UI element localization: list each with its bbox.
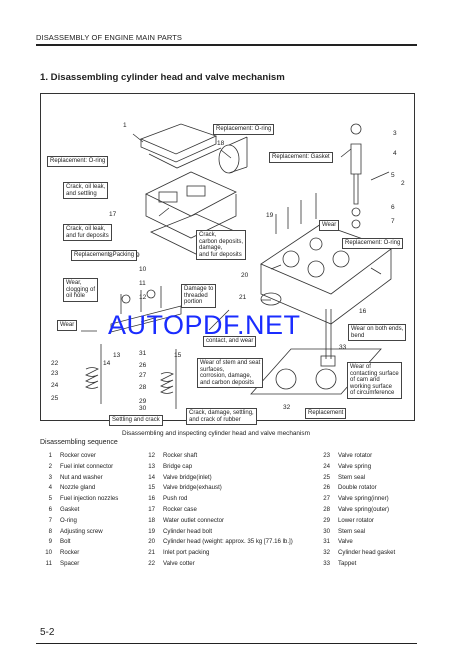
callout-crack-oil-leak-fur: Crack, oil leak, and fur deposits — [63, 224, 112, 242]
part-number: 20 — [241, 272, 249, 279]
part-number: 27 — [139, 372, 147, 379]
footer-rule — [36, 643, 417, 644]
callout-crack-carbon-deposits: Crack, carbon deposits, damage, and fur … — [196, 230, 247, 261]
part-number: 22 — [51, 360, 59, 367]
diagram-drawing — [81, 123, 392, 409]
part-number: 10 — [139, 266, 147, 273]
part-number: 21 — [239, 294, 247, 301]
part-number: 9 — [136, 252, 140, 259]
section-title: 1. Disassembling cylinder head and valve… — [40, 72, 285, 83]
callout-replacement: Replacement — [305, 408, 347, 419]
part-number: 24 — [51, 382, 59, 389]
callout-replacement-oring-3: Replacement: O-ring — [342, 238, 404, 249]
callout-replacement-packing: Replacement: Packing — [71, 250, 138, 261]
part-number: 12 — [139, 294, 147, 301]
part-number: 16 — [359, 308, 367, 315]
sequence-title: Disassembling sequence — [40, 439, 118, 446]
callout-wear-clogging: Wear, clogging of oil hole — [63, 278, 99, 302]
part-number: 6 — [391, 204, 395, 211]
part-number: 3 — [393, 130, 397, 137]
part-number: 25 — [51, 395, 59, 402]
callout-replacement-oring-2: Replacement: O-ring — [47, 156, 109, 167]
part-number: 15 — [174, 352, 182, 359]
page-header: DISASSEMBLY OF ENGINE MAIN PARTS — [36, 33, 183, 42]
callout-wear-1: Wear — [319, 220, 340, 231]
part-number: 19 — [266, 212, 274, 219]
part-number: 8 — [109, 252, 113, 259]
part-number: 2 — [401, 180, 405, 187]
callout-wear-both-ends: Wear on both ends, bend — [348, 324, 407, 342]
callout-settling-crack: Settling and crack — [109, 415, 163, 426]
part-number: 23 — [51, 370, 59, 377]
page-number: 5-2 — [40, 627, 55, 638]
callout-replacement-oring-1: Replacement: O-ring — [213, 124, 275, 135]
part-number: 13 — [113, 352, 121, 359]
part-number: 11 — [139, 280, 146, 287]
part-number: 30 — [139, 405, 147, 412]
part-number: 26 — [139, 362, 147, 369]
exploded-diagram: Replacement: O-ring Replacement: O-ring … — [40, 93, 415, 426]
part-number: 14 — [103, 360, 111, 367]
part-number: 32 — [283, 404, 291, 411]
part-number: 1 — [123, 122, 127, 129]
callout-wear-stem-seat: Wear of stem and seat surfaces, corrosio… — [197, 358, 264, 389]
part-number: 31 — [139, 350, 147, 357]
part-number: 17 — [109, 211, 117, 218]
callout-crack-damage-settling: Crack, damage, settling, and crack of ru… — [186, 408, 257, 426]
callout-damage-threaded: Damage to threaded portion — [181, 284, 217, 308]
callout-wear-2: Wear — [57, 320, 78, 331]
part-number: 29 — [139, 398, 147, 405]
header-rule — [36, 44, 417, 46]
part-number: 5 — [391, 172, 395, 179]
part-number: 18 — [217, 140, 225, 147]
part-number: 7 — [391, 218, 395, 225]
callout-crack-oil-leak-settling: Crack, oil leak, and settling — [63, 182, 109, 200]
callout-wear-cam-surface: Wear of contacting surface of cam and wo… — [347, 362, 402, 399]
watermark: AUTOPDF.NET — [108, 310, 301, 340]
part-number: 28 — [139, 384, 147, 391]
figure-caption: Disassembling and inspecting cylinder he… — [122, 430, 310, 437]
part-number: 33 — [339, 344, 347, 351]
part-number: 4 — [393, 150, 397, 157]
callout-replacement-gasket: Replacement: Gasket — [269, 152, 333, 163]
callout-contact-wear: contact, and wear — [203, 336, 257, 347]
